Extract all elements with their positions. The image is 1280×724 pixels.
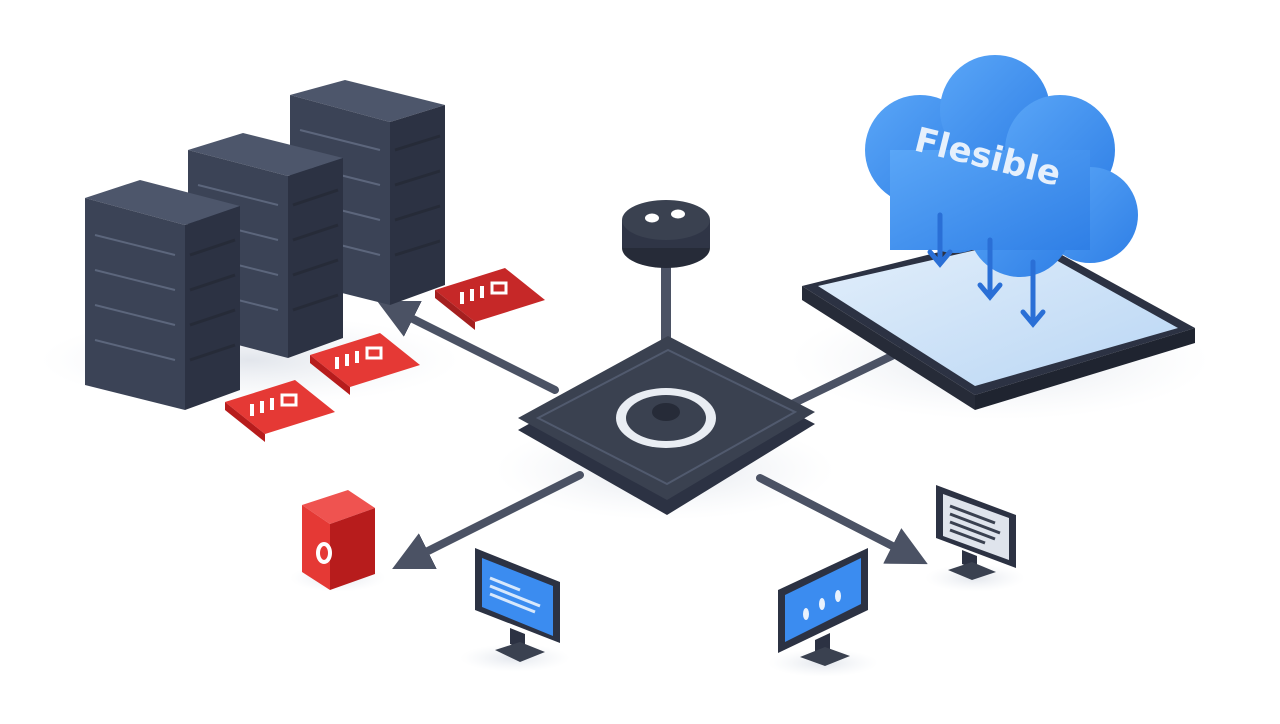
storage-module-bottom (225, 380, 335, 442)
lock-keyhole-icon (316, 542, 332, 564)
lock-device-icon (302, 490, 375, 590)
hub-icon (518, 336, 815, 515)
arrow-to-right-devices (756, 474, 928, 565)
cloud-icon: Flesible (865, 55, 1138, 328)
server-rack-icon (85, 80, 445, 410)
arrow-to-lock-device (392, 471, 584, 569)
monitor-icon (936, 485, 1016, 580)
sensor-icon (622, 200, 710, 268)
tablet-platform-icon (802, 232, 1195, 410)
monitor-icon (778, 548, 868, 666)
arrow-to-servers (377, 301, 559, 394)
line-hub-to-platform (786, 348, 904, 409)
cloud-download-arrows (927, 212, 1046, 328)
storage-module-middle (310, 333, 420, 395)
monitor-icon (475, 548, 560, 662)
storage-module-top (435, 268, 545, 330)
storage-module-icon (225, 268, 545, 442)
